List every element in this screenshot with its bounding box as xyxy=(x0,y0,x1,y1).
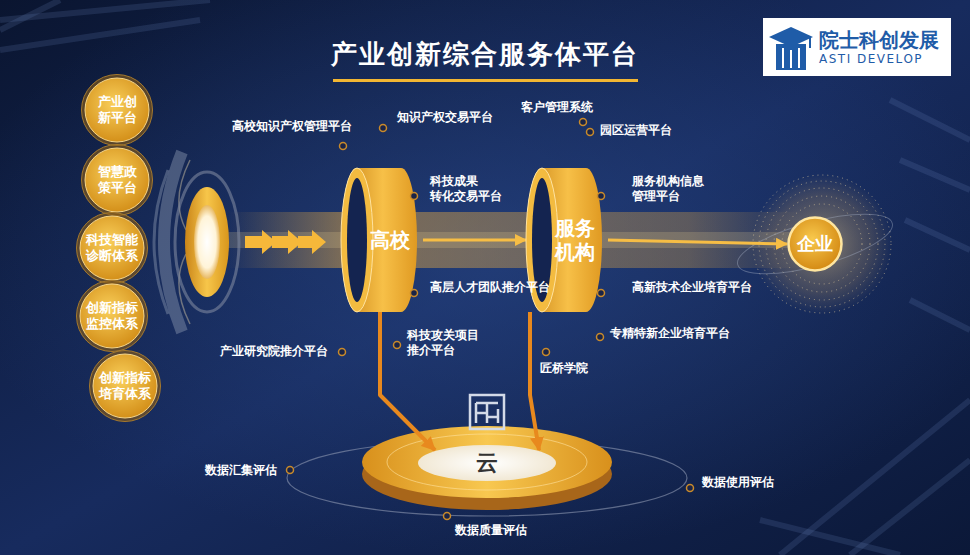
platform-circle: 创新指标 监控体系 xyxy=(76,280,148,352)
platform-label: 数据使用评估 xyxy=(702,475,774,490)
university-ring: 高校 xyxy=(335,165,425,315)
node-text: 云 xyxy=(476,450,498,476)
node-text: 创新指标 培育体系 xyxy=(99,370,151,401)
platform-label: 服务机构信息 管理平台 xyxy=(632,174,704,204)
flow-arrow xyxy=(608,240,787,244)
platform-label: 匠桥学院 xyxy=(540,361,588,376)
flow-arrow xyxy=(530,312,539,450)
platform-label: 高新技术企业培育平台 xyxy=(632,280,752,295)
node-text: 高校 xyxy=(370,228,410,252)
platform-circle: 产业创 新平台 xyxy=(81,74,153,146)
platform-label: 科技攻关项目 推介平台 xyxy=(407,328,479,358)
enterprise-circle: 企业 xyxy=(787,216,843,272)
node-text: 企业 xyxy=(797,233,833,255)
platform-label: 数据质量评估 xyxy=(455,523,527,538)
platform-label: 知识产权交易平台 xyxy=(397,110,493,125)
platform-label: 高校知识产权管理平台 xyxy=(232,119,352,134)
platform-label: 数据汇集评估 xyxy=(205,463,277,478)
logo-box: 院士科创发展ASTI DEVELOP xyxy=(763,18,951,76)
platform-circle: 创新指标 培育体系 xyxy=(89,350,161,422)
node-text: 智慧政 策平台 xyxy=(98,164,137,195)
node-text: 服务 机构 xyxy=(555,216,595,264)
platform-label: 专精特新企业培育平台 xyxy=(610,326,730,341)
cloud-ellipse: 云 xyxy=(417,444,557,482)
platform-label: 客户管理系统 xyxy=(521,100,593,115)
platform-label: 科技成果 转化交易平台 xyxy=(430,174,502,204)
platform-circle: 科技智能 诊断体系 xyxy=(76,212,148,284)
platform-label: 产业研究院推介平台 xyxy=(220,344,328,359)
platform-label: 高层人才团队推介平台 xyxy=(430,280,550,295)
node-text: 科技智能 诊断体系 xyxy=(86,232,138,263)
flow-arrow xyxy=(423,239,526,242)
node-text: ASTI DEVELOP xyxy=(819,52,923,66)
platform-label: 园区运营平台 xyxy=(600,123,672,138)
node-text: 产业创 新平台 xyxy=(98,94,137,125)
node-text: 创新指标 监控体系 xyxy=(86,300,138,331)
node-text: 院士科创发展 xyxy=(819,28,939,52)
platform-circle: 智慧政 策平台 xyxy=(81,144,153,216)
